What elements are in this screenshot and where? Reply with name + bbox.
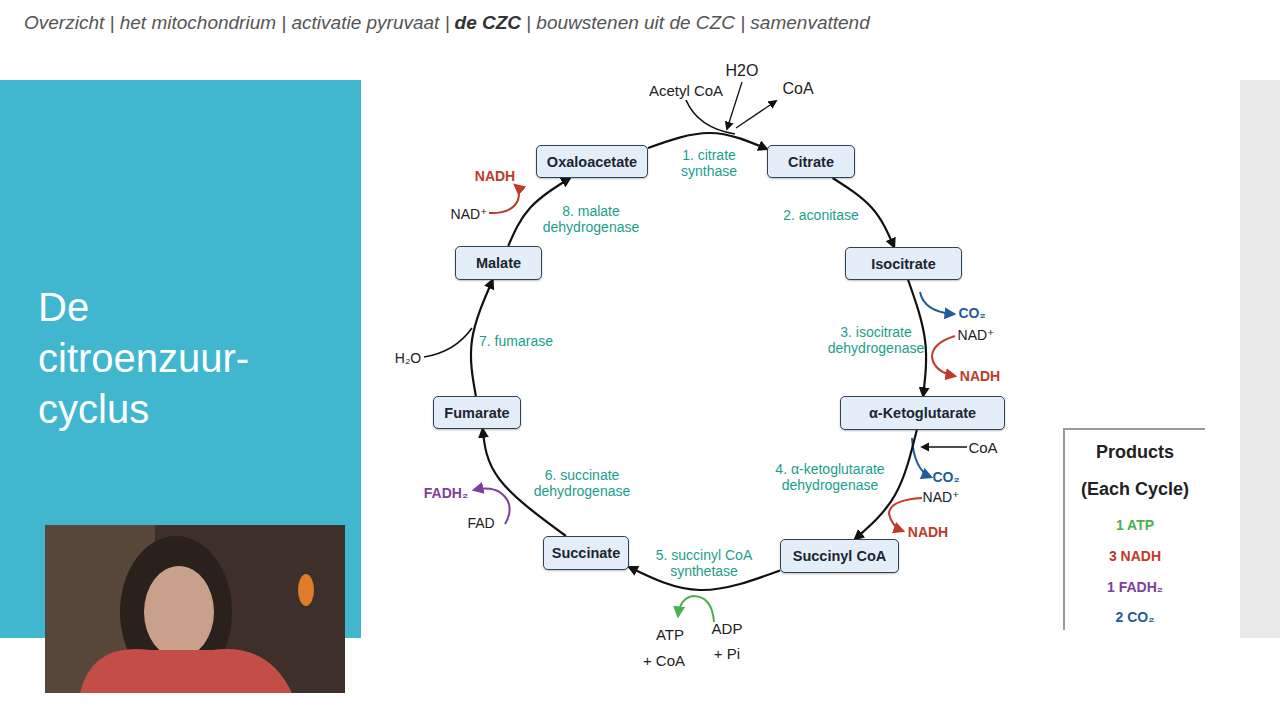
metabolite-name: Fumarate: [444, 405, 509, 421]
reaction-label: ADP: [712, 620, 743, 637]
reaction-label: H₂O: [395, 350, 421, 366]
reaction-label: CoA: [968, 439, 997, 456]
metabolite-box: Succinate: [543, 536, 629, 570]
reaction-label: + Pi: [714, 645, 740, 662]
atp-arrow: [678, 596, 714, 622]
reaction-label: H2O: [726, 62, 759, 80]
reaction-arrow: [508, 178, 570, 246]
metabolite-name: Malate: [476, 255, 521, 271]
breadcrumb-text: de CZC: [455, 12, 522, 34]
metabolite-box: Isocitrate: [845, 247, 962, 280]
summary-line: 1 FADH₂: [1065, 579, 1205, 595]
metabolite-box: Oxaloacetate: [536, 145, 648, 178]
breadcrumb-text: | bouwstenen uit de CZC | samenvattend: [526, 12, 870, 34]
metabolite-name: Isocitrate: [871, 256, 935, 272]
products-summary-box: Products (Each Cycle) 1 ATP 3 NADH 1 FADH₂ 2 …: [1063, 428, 1205, 630]
enzyme-label: 1. citrate synthase: [669, 147, 749, 179]
water-arrow: [727, 82, 742, 129]
enzyme-label: 2. aconitase: [766, 207, 876, 223]
metabolite-name: Succinyl CoA: [793, 548, 886, 564]
breadcrumb-bar: Overzicht | het mitochondrium | activati…: [24, 12, 870, 34]
reaction-label: NAD⁺: [958, 327, 995, 343]
metabolite-box: Citrate: [767, 145, 855, 178]
webcam-face: [144, 566, 214, 658]
metabolite-name: α-Ketoglutarate: [869, 405, 976, 421]
reaction-label: CO₂: [932, 469, 959, 485]
reaction-label: CO₂: [958, 305, 985, 321]
webcam-hoodie: [80, 649, 292, 693]
water-line: [424, 328, 472, 357]
reaction-label: NAD⁺: [451, 206, 488, 222]
coa-arrow: [922, 446, 967, 447]
summary-line: 3 NADH: [1065, 548, 1205, 564]
summary-line: Products: [1065, 442, 1205, 463]
co2-arrow: [920, 292, 954, 314]
reaction-label: ATP: [656, 626, 684, 643]
reaction-label: + CoA: [643, 652, 685, 669]
metabolite-box: α-Ketoglutarate: [840, 396, 1005, 430]
reaction-label: FADH₂: [424, 485, 468, 501]
reaction-label: Acetyl CoA: [649, 82, 723, 99]
enzyme-label: 5. succinyl CoA synthetase: [645, 547, 763, 579]
metabolite-box: Malate: [455, 246, 542, 280]
reaction-label: NAD⁺: [923, 489, 960, 505]
enzyme-label: 4. α-ketoglutarate dehydrogenase: [763, 461, 898, 493]
reaction-arrow: [648, 133, 767, 149]
reaction-label: NADH: [908, 524, 948, 540]
coa-arrow: [736, 101, 776, 128]
side-strip: [1240, 80, 1280, 638]
co2-arrow: [912, 438, 931, 477]
enzyme-label: 7. fumarase: [466, 333, 566, 349]
reaction-label: NADH: [475, 168, 515, 184]
nadh-arrow: [932, 336, 955, 376]
enzyme-label: 8. malate dehydrogenase: [538, 203, 644, 235]
nadh-arrow: [489, 185, 519, 213]
webcam-background: [45, 525, 345, 693]
reaction-label: FAD: [467, 515, 494, 531]
metabolite-box: Fumarate: [433, 396, 521, 429]
webcam-object: [298, 574, 314, 606]
breadcrumb-text: Overzicht | het mitochondrium | activati…: [24, 12, 450, 34]
reaction-label: CoA: [782, 80, 813, 98]
metabolite-name: Oxaloacetate: [547, 154, 637, 170]
metabolite-box: Succinyl CoA: [780, 539, 899, 573]
enzyme-label: 6. succinate dehydrogenase: [528, 467, 636, 499]
summary-line: (Each Cycle): [1065, 479, 1205, 500]
summary-line: 1 ATP: [1065, 517, 1205, 533]
enzyme-label: 3. isocitrate dehydrogenase: [821, 324, 931, 356]
side-reactions: [424, 82, 967, 622]
webcam-image: [45, 525, 345, 693]
metabolite-name: Citrate: [788, 154, 834, 170]
reaction-label: NADH: [960, 368, 1000, 384]
metabolite-name: Succinate: [552, 545, 621, 561]
summary-line: 2 CO₂: [1065, 609, 1205, 625]
slide-title: De citroenzuur- cyclus: [38, 282, 288, 435]
